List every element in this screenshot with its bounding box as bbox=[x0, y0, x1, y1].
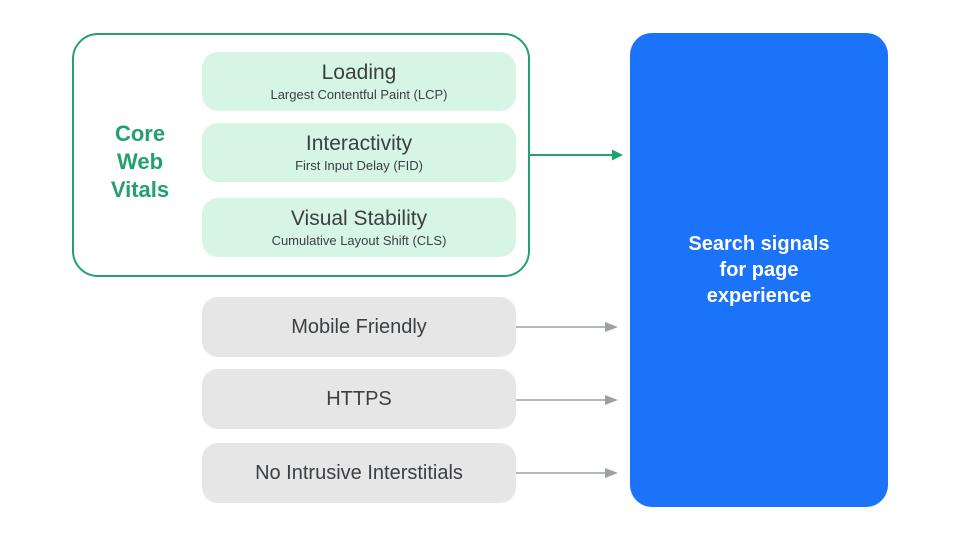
https-arrow-icon bbox=[516, 395, 618, 405]
cwv-item-loading-subtitle: Largest Contentful Paint (LCP) bbox=[270, 86, 448, 102]
cwv-item-visual-stability-title: Visual Stability bbox=[290, 206, 428, 230]
search-signals-panel: Search signals for page experience bbox=[630, 33, 888, 507]
cwv-arrow-icon bbox=[530, 149, 623, 161]
signal-mobile-friendly: Mobile Friendly bbox=[202, 297, 516, 357]
cwv-item-interactivity: Interactivity First Input Delay (FID) bbox=[202, 123, 516, 182]
interstitials-arrow-icon bbox=[516, 468, 618, 478]
signal-no-intrusive-interstitials: No Intrusive Interstitials bbox=[202, 443, 516, 503]
search-signals-label: Search signals for page experience bbox=[688, 233, 830, 307]
cwv-item-interactivity-title: Interactivity bbox=[305, 131, 413, 155]
signal-https: HTTPS bbox=[202, 369, 516, 429]
cwv-item-loading: Loading Largest Contentful Paint (LCP) bbox=[202, 52, 516, 111]
cwv-item-visual-stability: Visual Stability Cumulative Layout Shift… bbox=[202, 198, 516, 257]
cwv-item-loading-title: Loading bbox=[321, 60, 397, 84]
cwv-item-interactivity-subtitle: First Input Delay (FID) bbox=[295, 157, 423, 173]
cwv-item-visual-stability-subtitle: Cumulative Layout Shift (CLS) bbox=[271, 232, 447, 248]
mobile-friendly-arrow-icon bbox=[516, 322, 618, 332]
core-web-vitals-label: Core Web Vitals bbox=[110, 121, 170, 202]
